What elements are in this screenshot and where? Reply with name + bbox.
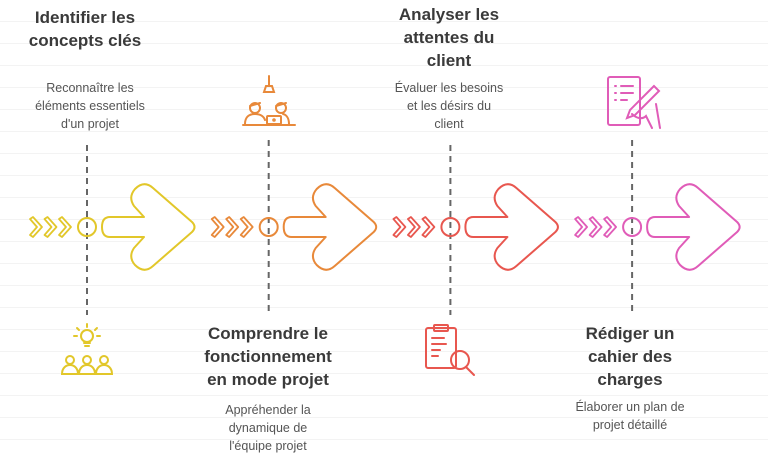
team-meeting-icon [242,75,296,126]
chevron-icon [574,216,588,238]
chevron-icon [29,216,43,238]
chevron-icon [58,216,72,238]
step-4-title: Rédiger un cahier des charges [585,324,675,389]
lightbulb-team-icon [60,323,114,375]
clipboard-search-icon [425,324,475,376]
chevron-icon [588,216,603,238]
step-marker-circle [622,217,643,237]
chevron-icon [392,216,407,238]
document-writing-icon [607,76,661,129]
step-3-description: Évaluer les besoins et les désirs du cli… [394,81,504,131]
chevron-icon [421,216,436,238]
step-arrow [646,183,741,271]
step-1-title: Identifier les concepts clés [28,8,142,50]
step-2-title: Comprendre le fonctionnement en mode pro… [204,324,332,389]
step-marker-circle [440,217,461,237]
chevron-icon [239,216,254,238]
step-marker-circle [77,217,97,237]
chevron-icon [407,216,421,238]
chevron-icon [43,216,58,238]
step-arrow [282,183,378,271]
step-1-description: Reconnaître les éléments essentiels d'un… [35,81,145,131]
step-2-description: Appréhender la dynamique de l'équipe pro… [225,403,311,453]
step-marker-circle [258,217,279,237]
step-4-description: Élaborer un plan de projet détaillé [575,400,685,432]
chevron-icon [603,216,617,238]
step-arrow [464,183,559,271]
chevron-icon [210,216,225,238]
chevron-icon [225,216,240,238]
step-3-title: Analyser les attentes du client [398,5,500,70]
step-arrow [101,183,196,271]
